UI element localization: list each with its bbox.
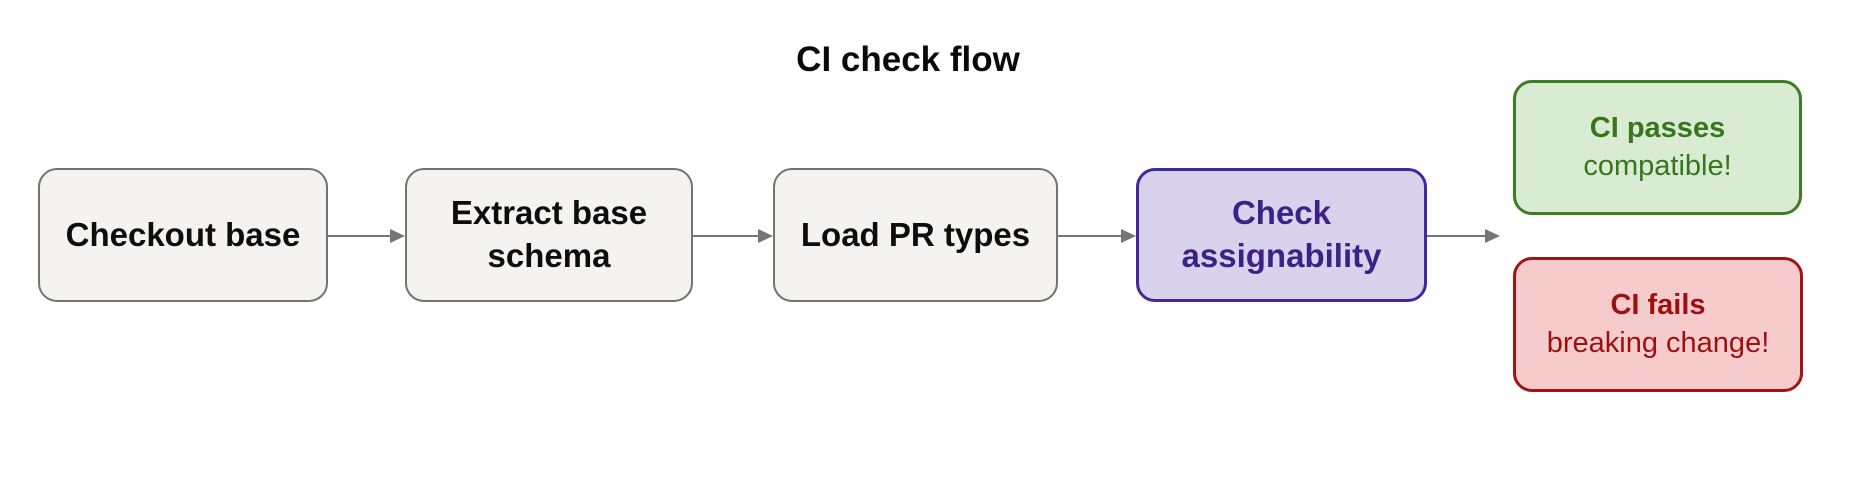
node-label: Load PR types	[800, 215, 1031, 253]
arrow-checkout-to-extract	[328, 229, 405, 243]
node-ci-passes: CI passes compatible!	[1513, 80, 1802, 215]
arrow-load-to-check	[1058, 229, 1136, 243]
node-check-assignability: Check assignability	[1136, 168, 1427, 302]
node-label: Check assignability	[1181, 194, 1382, 274]
node-label: Checkout base	[65, 215, 301, 253]
diagram-title: CI check flow	[796, 40, 1020, 79]
arrow-extract-to-load	[693, 229, 773, 243]
node-ci-fails: CI fails breaking change!	[1513, 257, 1803, 392]
node-extract-base-schema: Extract base schema	[405, 168, 693, 302]
node-label: Extract base schema	[450, 194, 648, 274]
node-load-pr-types: Load PR types	[773, 168, 1058, 302]
node-label: CI fails	[1610, 289, 1706, 322]
arrow-check-to-outcomes	[1427, 229, 1500, 243]
node-label: CI passes	[1589, 112, 1726, 145]
node-sublabel: compatible!	[1583, 149, 1732, 182]
node-sublabel: breaking change!	[1546, 326, 1770, 359]
node-checkout-base: Checkout base	[38, 168, 328, 302]
